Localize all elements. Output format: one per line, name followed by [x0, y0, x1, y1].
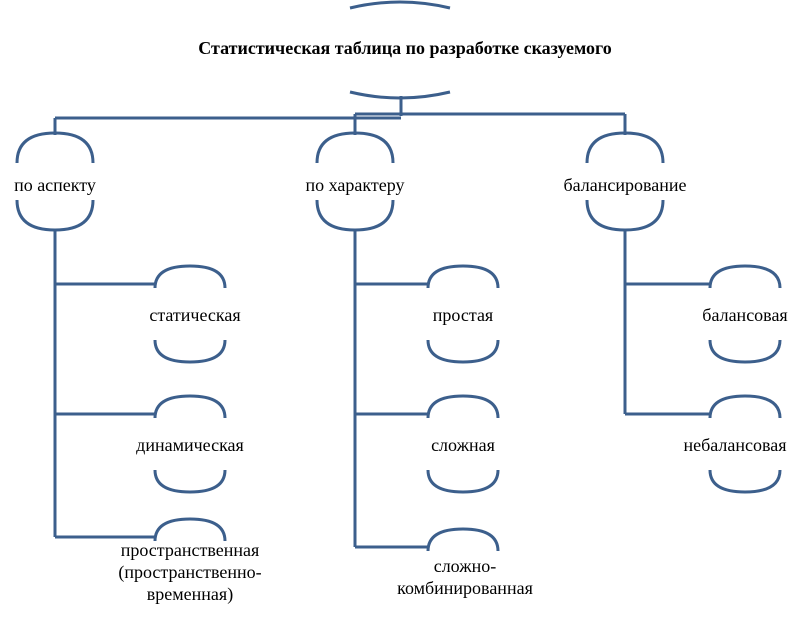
category-balance-label: балансирование: [563, 175, 687, 195]
subcategory-static-label: статическая: [149, 305, 241, 325]
complex-node-bottom-arc: [426, 469, 500, 494]
balanced-node-top-arc: [708, 264, 782, 289]
dynamic-node-top-arc: [153, 394, 227, 419]
simple-node-top-arc: [426, 264, 500, 289]
unbalanced-node-bottom-arc: [708, 469, 782, 494]
subcategory-simple-label: простая: [432, 305, 494, 325]
static-node-top-arc: [153, 264, 227, 289]
aspect-node-top-arc: [15, 131, 95, 164]
category-aspect-label: по аспекту: [14, 175, 96, 195]
unbalanced-node-top-arc: [708, 394, 782, 419]
combined-node-top-arc: [426, 527, 500, 552]
subcategory-dynamic-label: динамическая: [136, 435, 244, 455]
character-node-top-arc: [315, 131, 395, 164]
root-node-top-arc: [349, 0, 451, 10]
subcategory-unbalanced-label: небалансовая: [683, 435, 787, 455]
aspect-node-bottom-arc: [15, 199, 95, 232]
dynamic-node-bottom-arc: [153, 469, 227, 494]
static-node-bottom-arc: [153, 339, 227, 364]
balance-node-bottom-arc: [585, 199, 665, 232]
simple-node-bottom-arc: [426, 339, 500, 364]
subcategory-combined-label: сложно- комбинированная: [397, 556, 533, 598]
diagram-title: Статистическая таблица по разработке ска…: [198, 38, 612, 58]
complex-node-top-arc: [426, 394, 500, 419]
subcategory-complex-label: сложная: [431, 435, 495, 455]
subcategory-spatial-label: пространственная (пространственно- време…: [118, 540, 262, 604]
category-character-label: по характеру: [305, 175, 405, 195]
balanced-node-bottom-arc: [708, 339, 782, 364]
spatial-node-top-arc: [153, 517, 227, 542]
balance-node-top-arc: [585, 131, 665, 164]
character-node-bottom-arc: [315, 199, 395, 232]
subcategory-balanced-label: балансовая: [702, 305, 788, 325]
